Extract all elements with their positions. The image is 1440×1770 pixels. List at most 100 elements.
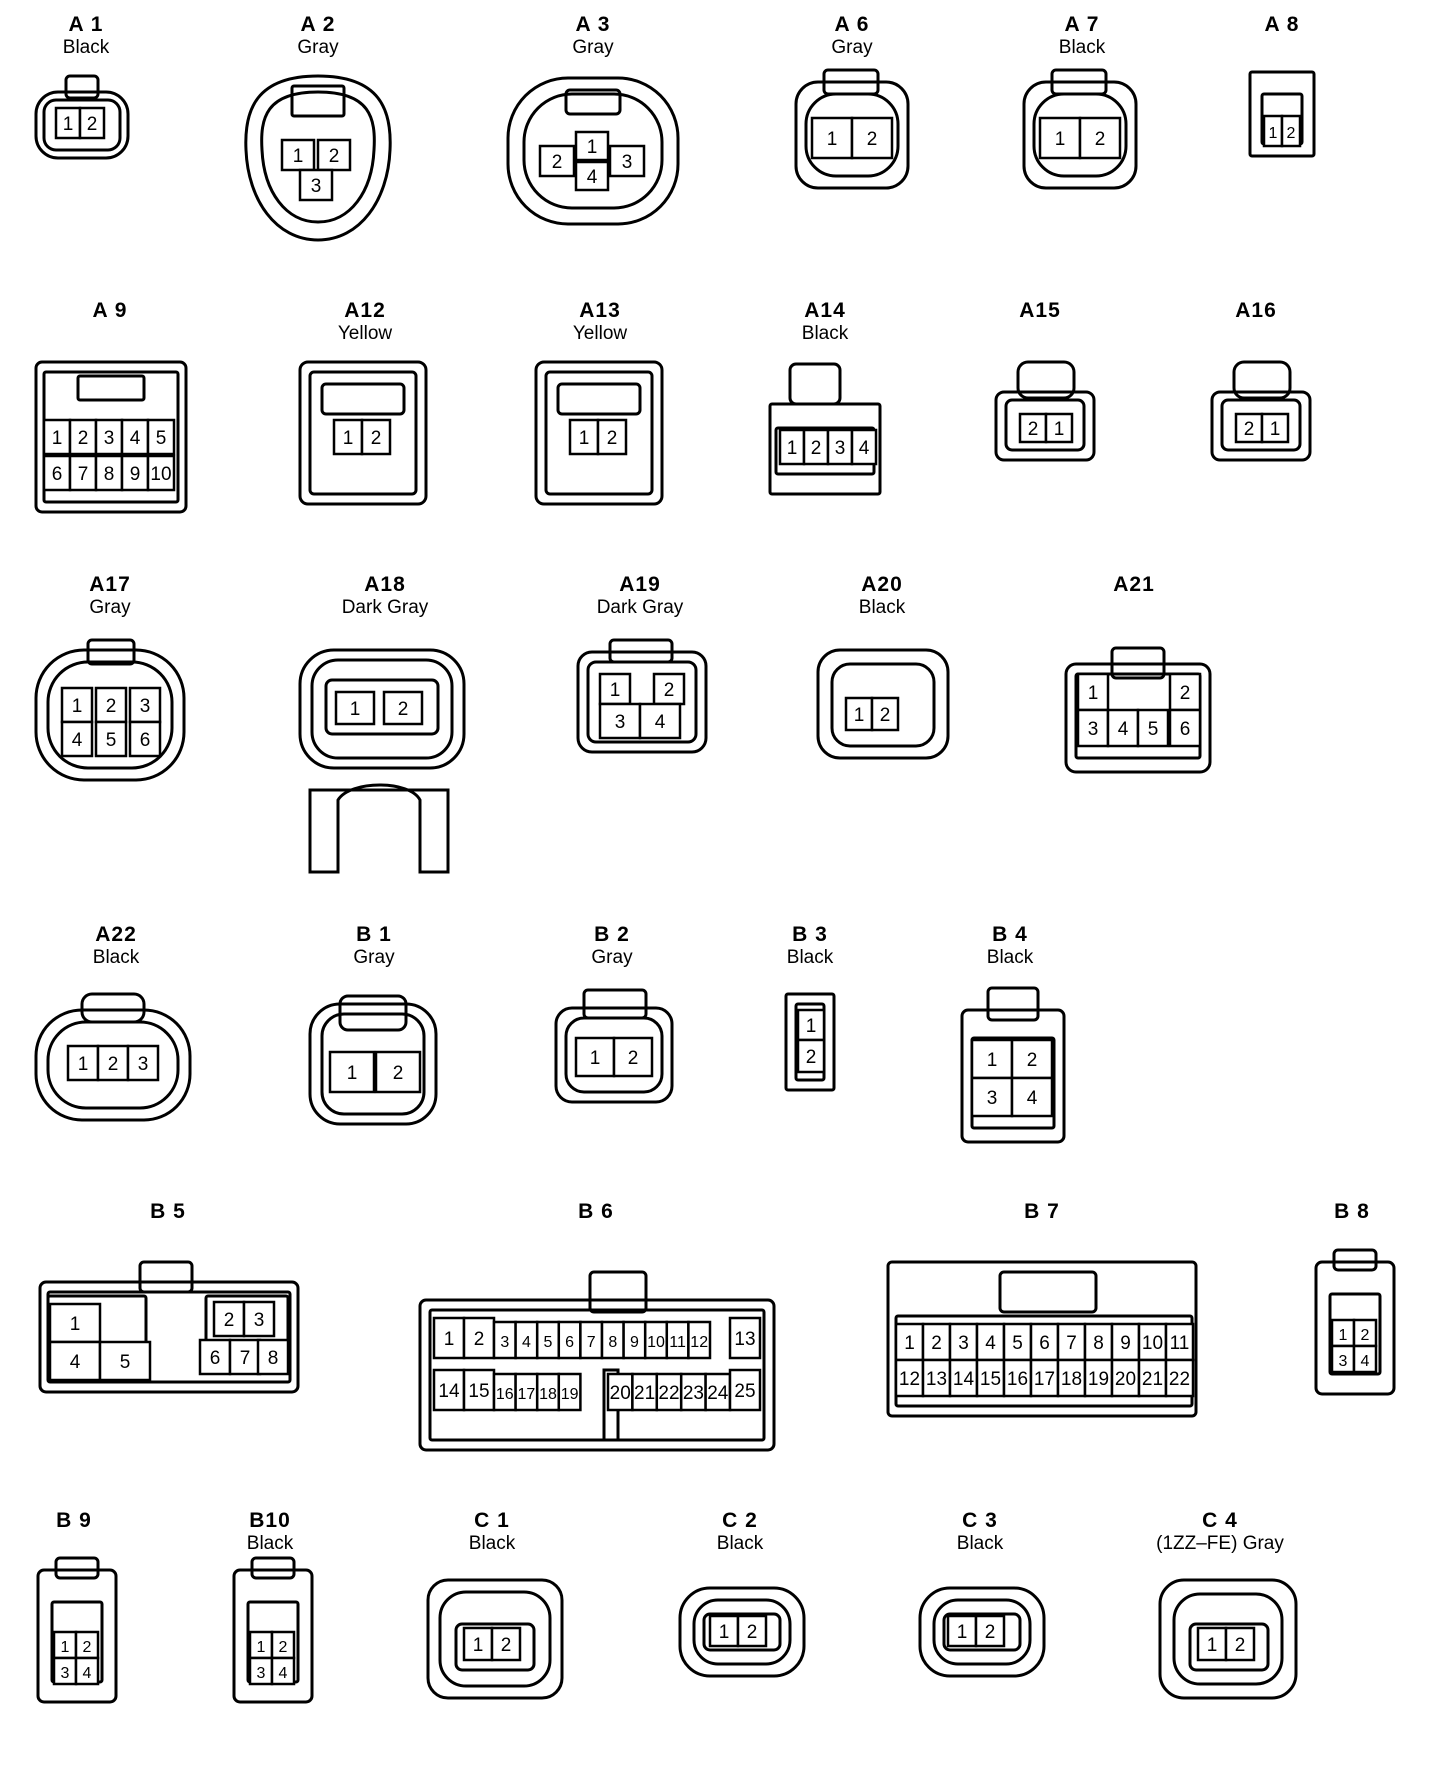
connector-housing	[34, 360, 188, 514]
pin-cell: 18	[535, 1372, 561, 1412]
connector-housing	[534, 360, 664, 506]
pin-number: 1	[444, 1329, 455, 1350]
pin-cell: 1	[574, 1036, 616, 1078]
pin-cell: 1	[432, 1316, 466, 1360]
connector-housing	[324, 678, 440, 736]
pin-cell: 7	[228, 1338, 262, 1376]
connector-housing	[320, 382, 406, 416]
connector-id: A17	[89, 573, 131, 596]
connector-housing	[588, 1270, 648, 1314]
pin-cell: 2	[270, 1630, 296, 1660]
pin-box	[128, 720, 162, 758]
connector-housing	[918, 1586, 1046, 1678]
pin-number: 2	[747, 1622, 758, 1643]
pin-cell: 3	[970, 1076, 1014, 1118]
pin-number: 22	[1169, 1369, 1190, 1390]
connector-id: A21	[1113, 573, 1155, 596]
pin-number: 1	[587, 137, 598, 158]
pin-number: 11	[669, 1334, 686, 1351]
pin-number: 5	[120, 1352, 131, 1373]
pin-number: 18	[1061, 1369, 1082, 1390]
pin-number: 3	[1339, 1353, 1348, 1370]
pin-cell: 21	[1137, 1358, 1168, 1398]
pin-cell: 2	[96, 1044, 130, 1082]
connector-color: Dark Gray	[341, 597, 429, 618]
pin-cell: 2	[1234, 412, 1264, 444]
connector-housing	[1314, 1260, 1396, 1396]
pin-number: 2	[552, 152, 563, 173]
pin-number: 8	[104, 464, 115, 485]
pin-cell: 5	[535, 1320, 561, 1360]
connector-label-b8: B 8	[1334, 1201, 1370, 1222]
pin-number: 1	[1207, 1635, 1218, 1656]
pin-number: 5	[1012, 1333, 1023, 1354]
pin-box	[298, 168, 334, 202]
pin-cell: 4	[1010, 1076, 1054, 1118]
connector-housing	[1004, 398, 1086, 452]
pin-cell: 8	[94, 454, 124, 492]
pin-number: 1	[293, 146, 304, 167]
pin-number: 9	[630, 1334, 639, 1351]
pin-cell: 4	[270, 1656, 296, 1686]
pin-box	[975, 1358, 1006, 1398]
pin-box	[850, 116, 894, 160]
pin-number: 7	[240, 1348, 251, 1369]
pin-number: 1	[579, 428, 590, 449]
connector-label-a9: A 9	[93, 300, 128, 321]
pin-number: 1	[719, 1622, 730, 1643]
connector-id: B 4	[992, 923, 1028, 946]
pin-box	[48, 1340, 102, 1382]
pin-number: 2	[607, 428, 618, 449]
connector-id: A13	[579, 299, 621, 322]
connector-id: A 6	[834, 13, 870, 36]
pin-number: 3	[254, 1310, 265, 1331]
pin-cell: 2	[316, 138, 352, 172]
pin-box	[870, 696, 900, 732]
pin-number: 1	[72, 696, 83, 717]
pin-cell: 2	[1224, 1626, 1256, 1662]
pin-box	[96, 1044, 130, 1082]
pin-number: 1	[987, 1050, 998, 1071]
pin-cell: 7	[1056, 1322, 1087, 1362]
pin-box	[1056, 1322, 1087, 1362]
pin-cell: 2	[1352, 1318, 1378, 1348]
pin-number: 2	[1095, 129, 1106, 150]
connector-housing	[1050, 68, 1108, 96]
connector-label-c4: C 4(1ZZ–FE) Gray	[1156, 1510, 1284, 1553]
pin-cell: 22	[1164, 1358, 1195, 1398]
connector-housing	[986, 986, 1040, 1022]
pin-number: 3	[140, 696, 151, 717]
pin-number: 4	[859, 438, 870, 459]
pin-number: 1	[52, 428, 63, 449]
pin-cell: 12	[687, 1320, 712, 1360]
pin-box	[1018, 412, 1048, 444]
connector-id: C 2	[722, 1509, 758, 1532]
pin-cell: 23	[679, 1372, 707, 1412]
pin-cell: 14	[432, 1368, 466, 1412]
pin-box	[850, 428, 878, 466]
pin-cell: 10	[146, 454, 176, 492]
pin-number: 2	[83, 1639, 92, 1656]
pin-number: 17	[1034, 1369, 1055, 1390]
pin-cell: 9	[1110, 1322, 1141, 1362]
pin-cell: 7	[579, 1320, 604, 1360]
pin-number: 2	[1027, 1050, 1038, 1071]
connector-color: Gray	[831, 37, 873, 58]
pin-cell: 3	[826, 428, 854, 466]
connector-color: Black	[62, 37, 110, 58]
pin-cell: 1	[844, 696, 874, 732]
connector-housing	[34, 1008, 192, 1122]
pin-cell: 1	[778, 428, 806, 466]
pin-number: 12	[899, 1369, 920, 1390]
pin-cell: 4	[638, 702, 682, 740]
pin-box	[334, 690, 376, 726]
connector-id: B 6	[578, 1200, 614, 1223]
pin-box	[974, 1614, 1006, 1648]
